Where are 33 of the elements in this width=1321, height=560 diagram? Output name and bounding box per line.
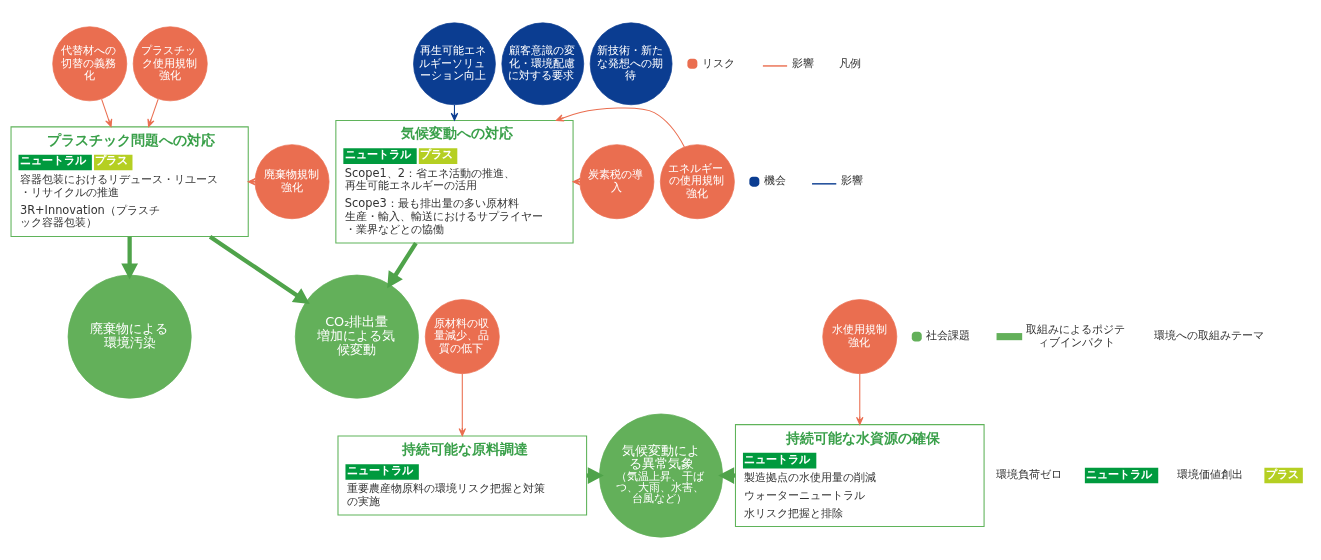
legend-label: 社会課題 [926,328,971,343]
arrow [856,373,864,425]
node-circle: 顧客意識の変化・環境配慮に対する要求 [501,22,585,106]
legend-label: 取組みによるポジティブインパクト [1026,321,1126,349]
arrow [387,241,418,289]
node-box: プラスチック問題への対応 ニュートラル プラス 容器包装におけるリデュース・リユース・リサイクルの推進 3R+Innovation（プラスチック容器包装） [10,126,249,238]
node-circle: 新技術・新たな発想への期待 [589,22,673,106]
node-circle: 廃棄物による環境汚染 [67,274,192,399]
arrow [458,373,467,437]
label: 凡例 [839,55,862,70]
arrow [121,236,139,280]
arrow [101,98,113,128]
label: ニュートラル [1086,466,1153,481]
arrow [147,98,159,128]
legend-label: 影響 [792,55,815,70]
node-circle: 原材料の収量減少、品質の低下 [424,299,500,375]
node-circle: プラスチック使用規制強化 [132,26,208,102]
legend-label: 影響 [841,173,864,188]
legend-label: 機会 [763,173,786,188]
node-box: 気候変動への対応 ニュートラル プラス Scope1、2：省エネ活動の推進、再生可能エネルギーの活用 Scope3：最も排出量の多い原材料生産・輸入、輸送におけるサプライヤー・業界などとの協働 [335,119,574,244]
label: 環境価値創出 [1177,467,1244,482]
legend-label: リスク [701,55,735,70]
arrow [208,234,310,305]
node-circle: CO₂排出量増加による気候変動 [294,274,419,399]
node-circle: 水使用規制強化 [822,299,898,375]
node-circle: 代替材への切替の義務化 [52,26,128,102]
node-circle: 再生可能エネルギーソリューション向上 [413,22,496,106]
label: 環境負荷ゼロ [996,467,1063,482]
label: 環境への取組みテーマ [1153,328,1264,343]
node-circle: 気候変動による異常気象 （気温上昇、干ばつ、大雨、水害、台風など） [599,413,723,538]
arrow [555,107,685,148]
node-circle: エネルギーの使用規制強化 [659,144,735,220]
label: プラス [1265,466,1299,481]
